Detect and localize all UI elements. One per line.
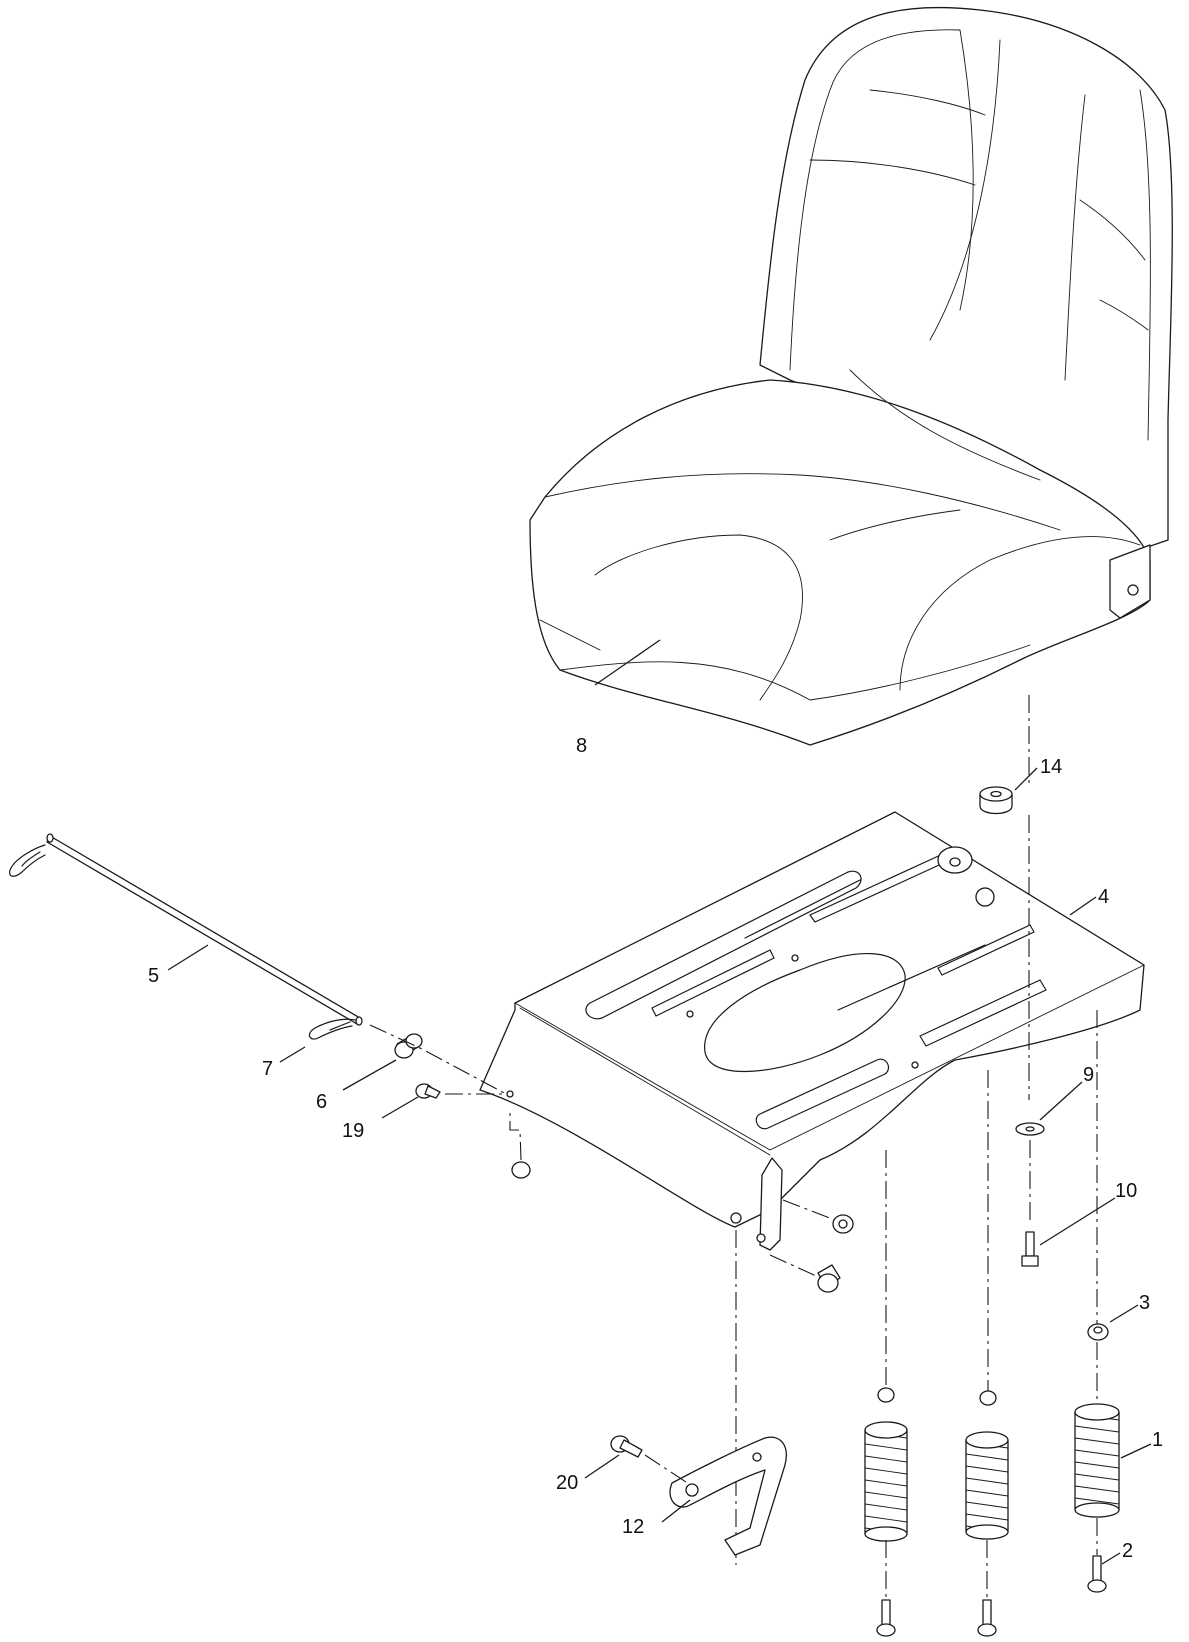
callout-7: 7 <box>262 1058 273 1080</box>
callout-10: 10 <box>1115 1180 1137 1202</box>
rod-assembly <box>9 833 363 1040</box>
callout-6: 6 <box>316 1091 327 1113</box>
bolt-part-2 <box>1087 1555 1107 1593</box>
seat-plate <box>479 811 1145 1251</box>
bushing-part-6 <box>394 1033 423 1059</box>
callout-20: 20 <box>556 1472 578 1494</box>
assembly-line-rod <box>369 1024 509 1096</box>
screw-part-19 <box>415 1083 441 1099</box>
bracket-part-12 <box>669 1436 787 1556</box>
callout-3: 3 <box>1139 1292 1150 1314</box>
callout-5: 5 <box>148 965 159 987</box>
callout-14: 14 <box>1040 756 1062 778</box>
callout-1: 1 <box>1152 1429 1163 1451</box>
callout-2: 2 <box>1122 1540 1133 1562</box>
spring-part-1 <box>1074 1403 1120 1555</box>
leader-lines <box>167 639 1152 1565</box>
spacer-part-14 <box>979 786 1013 815</box>
bolt-part-10 <box>1021 1231 1039 1267</box>
callout-12: 12 <box>622 1516 644 1538</box>
spring-center <box>965 1390 1009 1637</box>
seat-assembly <box>529 6 1173 746</box>
callout-9: 9 <box>1083 1064 1094 1086</box>
bracket-hardware <box>769 1199 854 1293</box>
washer-part-9 <box>1015 1122 1045 1136</box>
spring-left <box>864 1387 908 1637</box>
nut-part-3 <box>1087 1323 1109 1341</box>
callout-19: 19 <box>342 1120 364 1142</box>
callout-8: 8 <box>576 735 587 757</box>
callout-4: 4 <box>1098 886 1109 908</box>
bolt-part-20 <box>610 1435 643 1458</box>
